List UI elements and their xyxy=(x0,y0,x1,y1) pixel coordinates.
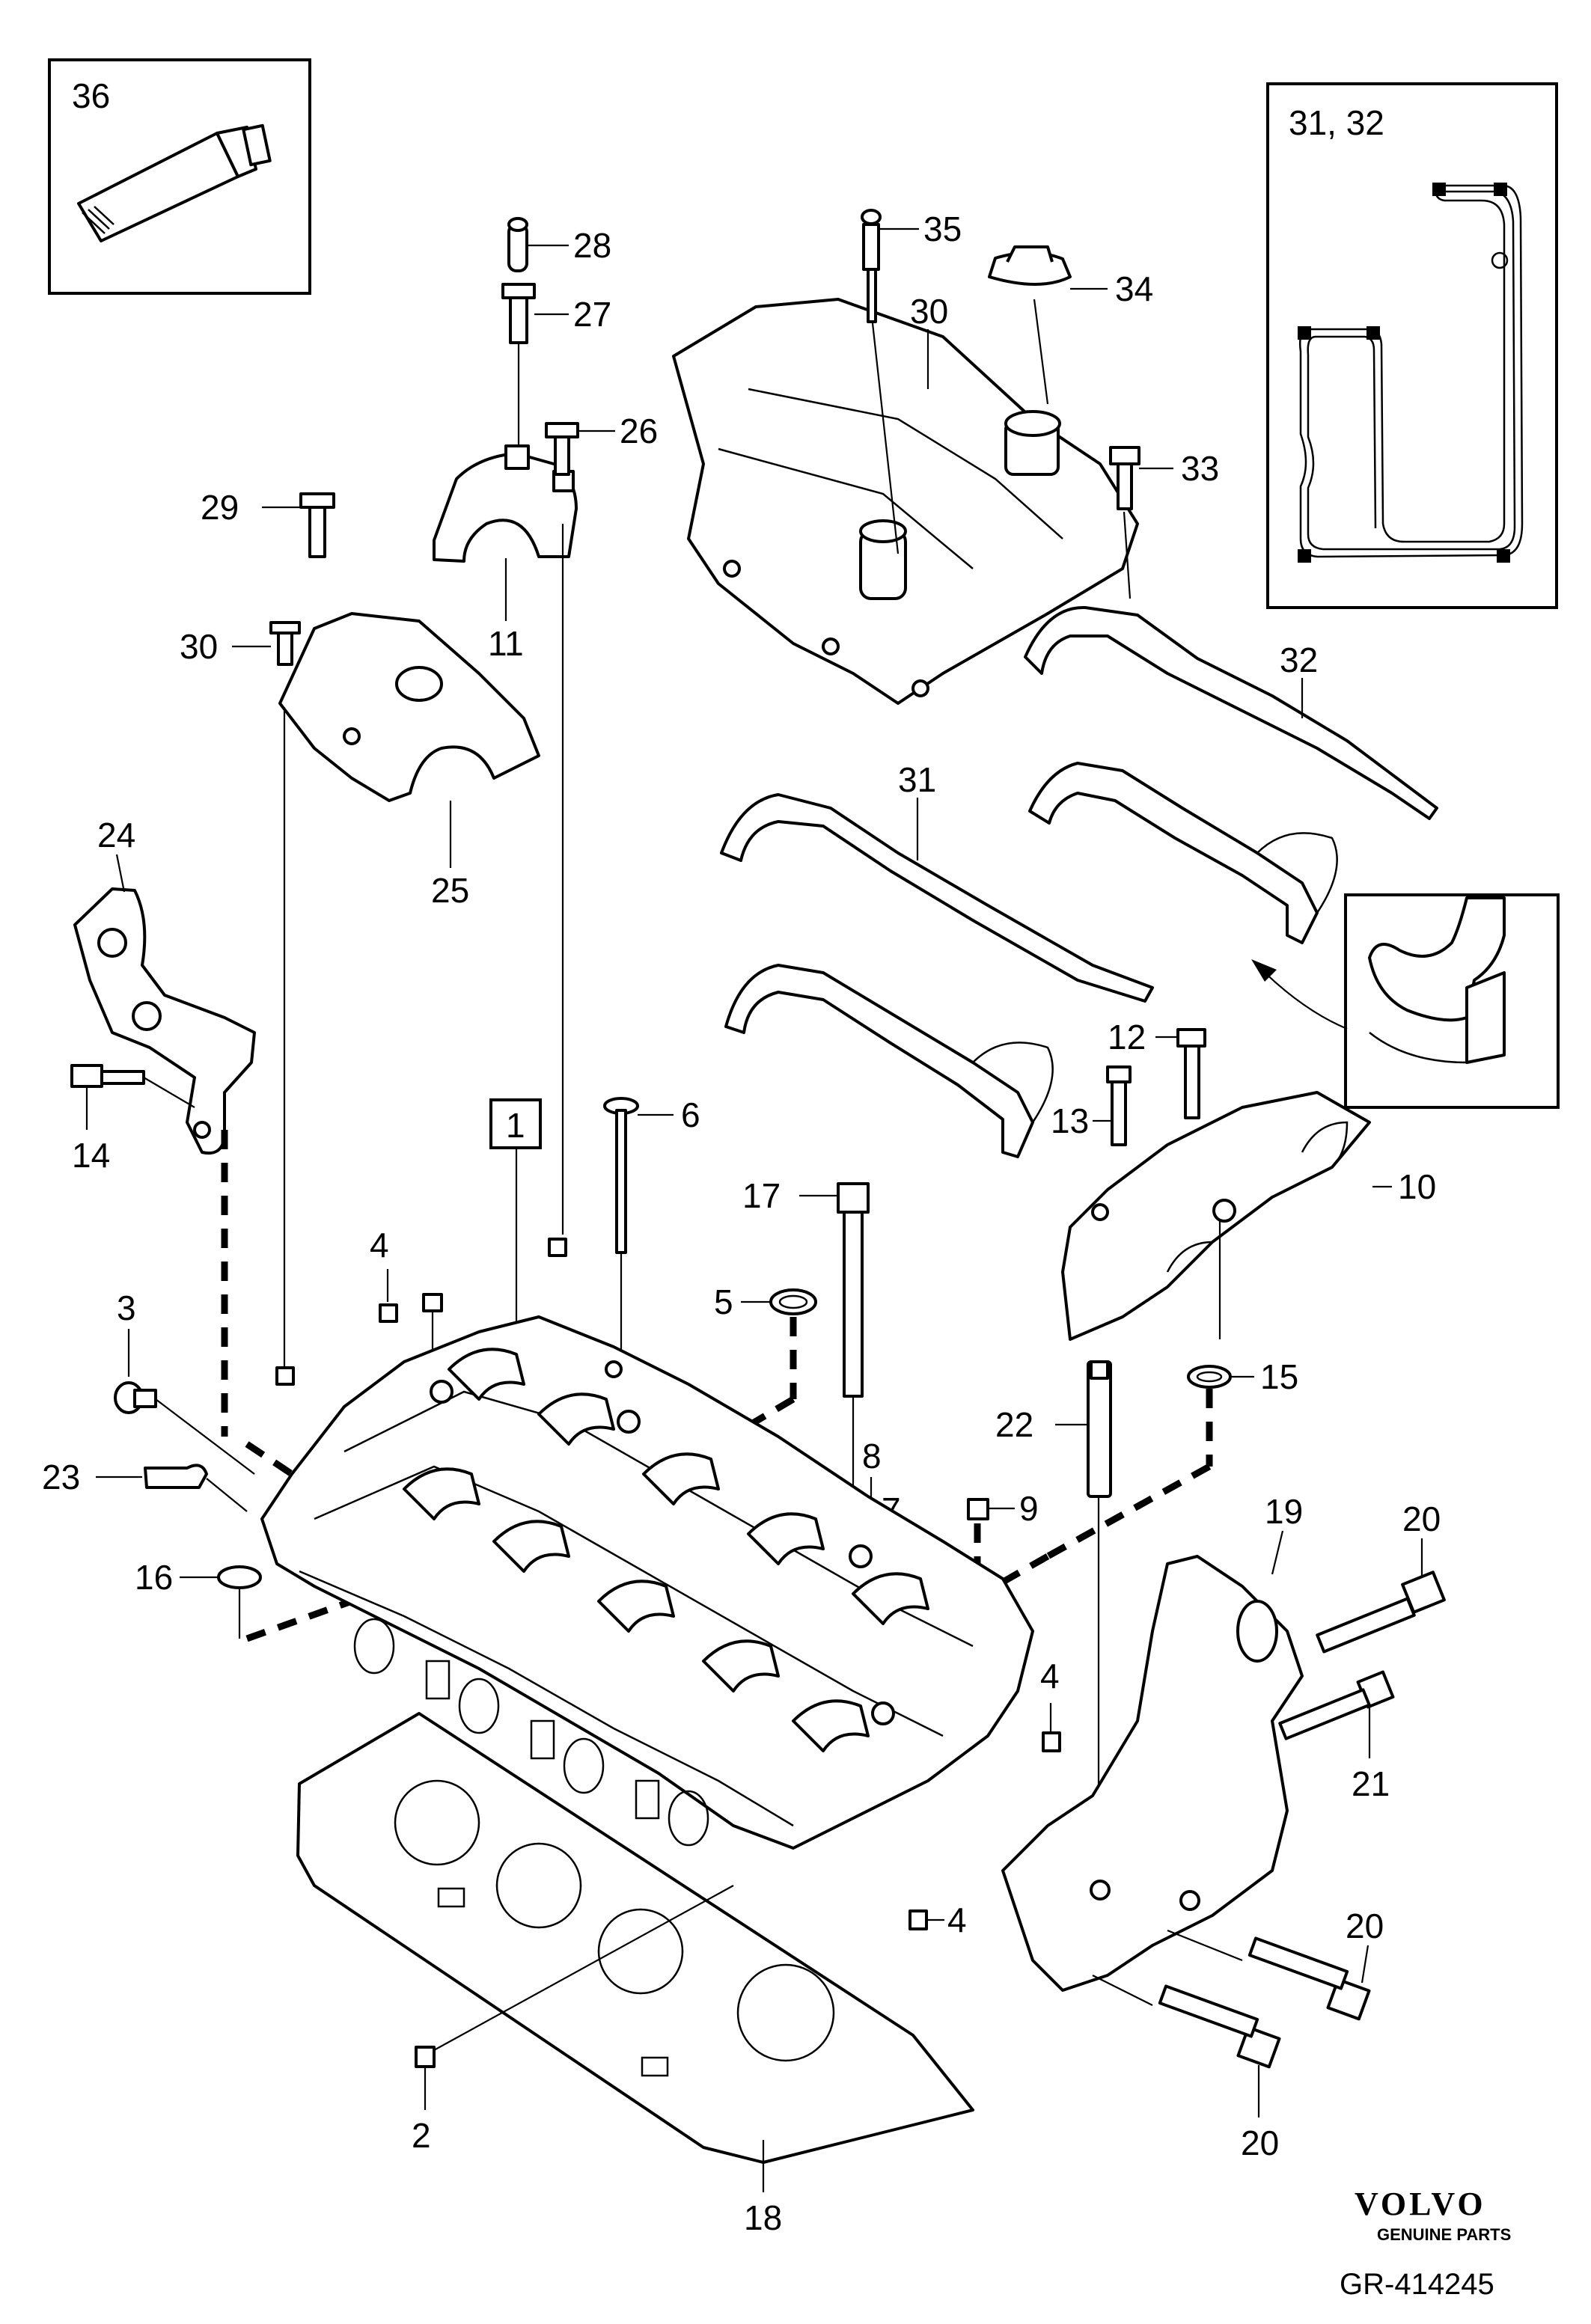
callout-20b: 20 xyxy=(1346,1906,1384,1945)
sealant-tube-icon xyxy=(77,123,272,242)
callout-3: 3 xyxy=(117,1288,136,1327)
callout-31-32: 31, 32 xyxy=(1289,103,1384,142)
callout-26: 26 xyxy=(620,412,658,450)
part-15-seal: 15 xyxy=(1045,1357,1298,1559)
callout-21: 21 xyxy=(1352,1764,1390,1803)
callout-4a: 4 xyxy=(370,1226,389,1265)
callout-11: 11 xyxy=(488,624,524,663)
callout-4b: 4 xyxy=(1040,1657,1060,1695)
callout-30a: 30 xyxy=(180,627,218,666)
part-20-bolts: 20 20 20 xyxy=(1092,1499,1446,2162)
callout-34: 34 xyxy=(1115,269,1153,308)
part-19-timing-cover: 19 xyxy=(1001,1492,1304,1992)
callout-24: 24 xyxy=(97,816,135,854)
reference-number: GR-414245 xyxy=(1340,2268,1494,2301)
callout-10: 10 xyxy=(1398,1167,1436,1206)
inset-gasket-set: 31, 32 xyxy=(1266,82,1558,609)
part-16-seal: 16 xyxy=(135,1558,262,1639)
part-18-head-gasket: 18 xyxy=(296,1712,974,2237)
callout-19: 19 xyxy=(1265,1492,1303,1531)
parts-upper-left: 28 27 11 26 29 30 25 xyxy=(180,217,658,1369)
part-2-dowel: 2 xyxy=(412,1885,734,2155)
callout-1: 1 xyxy=(506,1106,525,1145)
part-14-bolt: 14 xyxy=(70,1064,228,1437)
callout-12: 12 xyxy=(1108,1018,1146,1056)
inset-gasket-detail xyxy=(1251,893,1560,1109)
valve-cover: 30 xyxy=(672,292,1139,705)
gasket-outline-icon xyxy=(1298,183,1524,563)
callout-29: 29 xyxy=(201,488,239,527)
part-4-dowels-lower: 4 4 xyxy=(909,1657,1061,1939)
callout-33: 33 xyxy=(1181,449,1219,488)
part-13-bolt: 13 xyxy=(1051,1065,1132,1146)
callout-14: 14 xyxy=(72,1136,110,1175)
part-9-plug: 9 xyxy=(967,1489,1039,1571)
genuine-parts-text: GENUINE PARTS xyxy=(1377,2225,1511,2244)
callout-35: 35 xyxy=(923,210,962,248)
part-34-oil-cap: 34 xyxy=(988,245,1153,405)
part-23-pipe: 23 xyxy=(42,1458,248,1512)
callout-32: 32 xyxy=(1280,640,1318,679)
callout-36: 36 xyxy=(72,76,110,115)
callout-4c: 4 xyxy=(947,1901,967,1939)
callout-23: 23 xyxy=(42,1458,80,1496)
callout-5: 5 xyxy=(714,1282,733,1321)
branding: VOLVO GENUINE PARTS GR-414245 xyxy=(1340,2186,1511,2301)
callout-9: 9 xyxy=(1019,1489,1039,1528)
callout-17: 17 xyxy=(742,1176,781,1215)
callout-15: 15 xyxy=(1260,1357,1298,1396)
part-3-plug: 3 xyxy=(114,1288,255,1475)
callout-27: 27 xyxy=(573,295,611,334)
callout-2: 2 xyxy=(412,2116,431,2155)
callout-30b: 30 xyxy=(910,292,948,331)
part-17-bolt: 17 xyxy=(742,1176,870,1549)
part-6-valve: 6 xyxy=(603,1095,700,1414)
part-10-carrier: 10 xyxy=(1061,1091,1436,1341)
callout-18: 18 xyxy=(744,2198,782,2237)
part-33: 33 xyxy=(1109,446,1219,599)
callout-20c: 20 xyxy=(1241,2123,1279,2162)
callout-13: 13 xyxy=(1051,1101,1089,1140)
gasket-31: 31 xyxy=(720,760,1154,1158)
part-1-label: 1 xyxy=(489,1098,542,1339)
part-24-bracket: 24 xyxy=(73,816,256,1155)
callout-22: 22 xyxy=(995,1405,1033,1444)
cylinder-head xyxy=(260,1315,1034,1850)
part-12-bolt: 12 xyxy=(1108,1018,1206,1119)
part-5-seal: 5 xyxy=(626,1282,817,1499)
callout-8: 8 xyxy=(862,1437,882,1476)
callout-6: 6 xyxy=(681,1095,700,1134)
part-21-bolt: 21 xyxy=(1278,1670,1395,1803)
part-35: 35 xyxy=(861,209,962,554)
callout-16: 16 xyxy=(135,1558,173,1597)
inset-sealant-tube: 36 xyxy=(48,58,311,295)
callout-25: 25 xyxy=(431,871,469,910)
callout-31: 31 xyxy=(898,760,936,799)
volvo-logo: VOLVO xyxy=(1355,2186,1486,2222)
callout-20a: 20 xyxy=(1402,1499,1441,1538)
callout-28: 28 xyxy=(573,226,611,265)
gasket-32: 32 xyxy=(1024,605,1438,944)
